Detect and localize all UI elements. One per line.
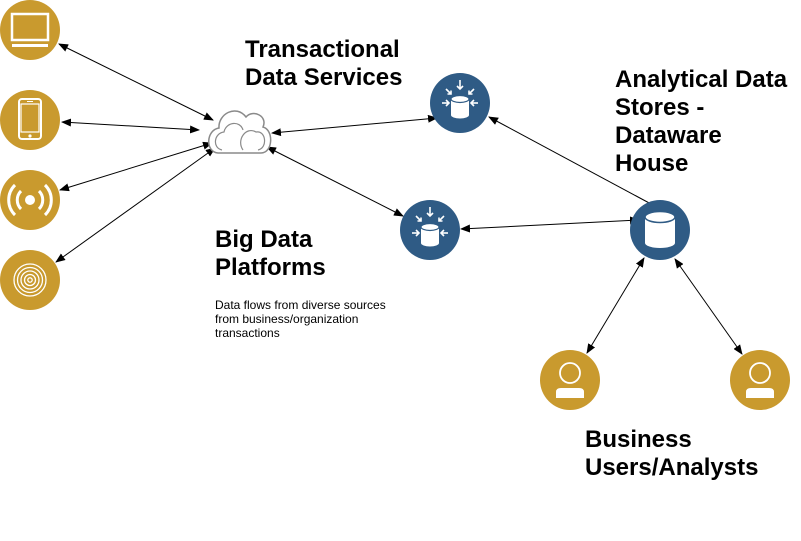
arrow-cloud-transactional [271, 114, 438, 137]
arrow-phone-cloud [61, 118, 200, 134]
label-line: Transactional [245, 36, 400, 63]
broadcast-icon [0, 170, 60, 230]
transactional-database-icon [430, 73, 490, 133]
label-line: Big Data [215, 226, 313, 253]
label-line: Users/Analysts [585, 454, 759, 481]
smartphone-icon [0, 90, 60, 150]
user-icon [540, 350, 600, 410]
arrow-cloud-bigdata [266, 146, 404, 217]
note-line: Data flows from diverse sources [215, 298, 386, 312]
flow-arrows [55, 43, 743, 355]
arrow-laptop-cloud [58, 43, 214, 121]
label-line: Business [585, 426, 692, 453]
arrow-transactional-warehouse [488, 116, 680, 220]
label-line: Platforms [215, 254, 326, 281]
note-line: from business/organization [215, 312, 359, 326]
transactional-label: Transactional Data Services [245, 36, 402, 92]
user-icon [730, 350, 790, 410]
bigdata-label: Big Data Platforms [215, 226, 326, 282]
label-line: Stores - [615, 94, 705, 121]
business-label: Business Users/Analysts [585, 426, 758, 482]
arrow-warehouse-user2 [674, 258, 743, 355]
label-line: Dataware [615, 122, 722, 149]
label-line: House [615, 150, 689, 177]
note-line: transactions [215, 326, 280, 340]
cloud-icon [208, 110, 272, 154]
arrow-fingerprint-cloud [55, 147, 216, 263]
fingerprint-icon [0, 250, 60, 310]
arrow-bigdata-warehouse [460, 216, 640, 233]
arrow-warehouse-user1 [586, 257, 645, 354]
analytical-label: Analytical Data Stores - Dataware House [615, 66, 787, 178]
label-line: Analytical Data [615, 66, 788, 93]
label-line: Data Services [245, 64, 403, 91]
bigdata-database-icon [400, 200, 460, 260]
laptop-icon [0, 0, 60, 60]
warehouse-database-icon [630, 200, 690, 260]
data-flow-note: Data flows from diverse sources from bus… [215, 298, 386, 340]
